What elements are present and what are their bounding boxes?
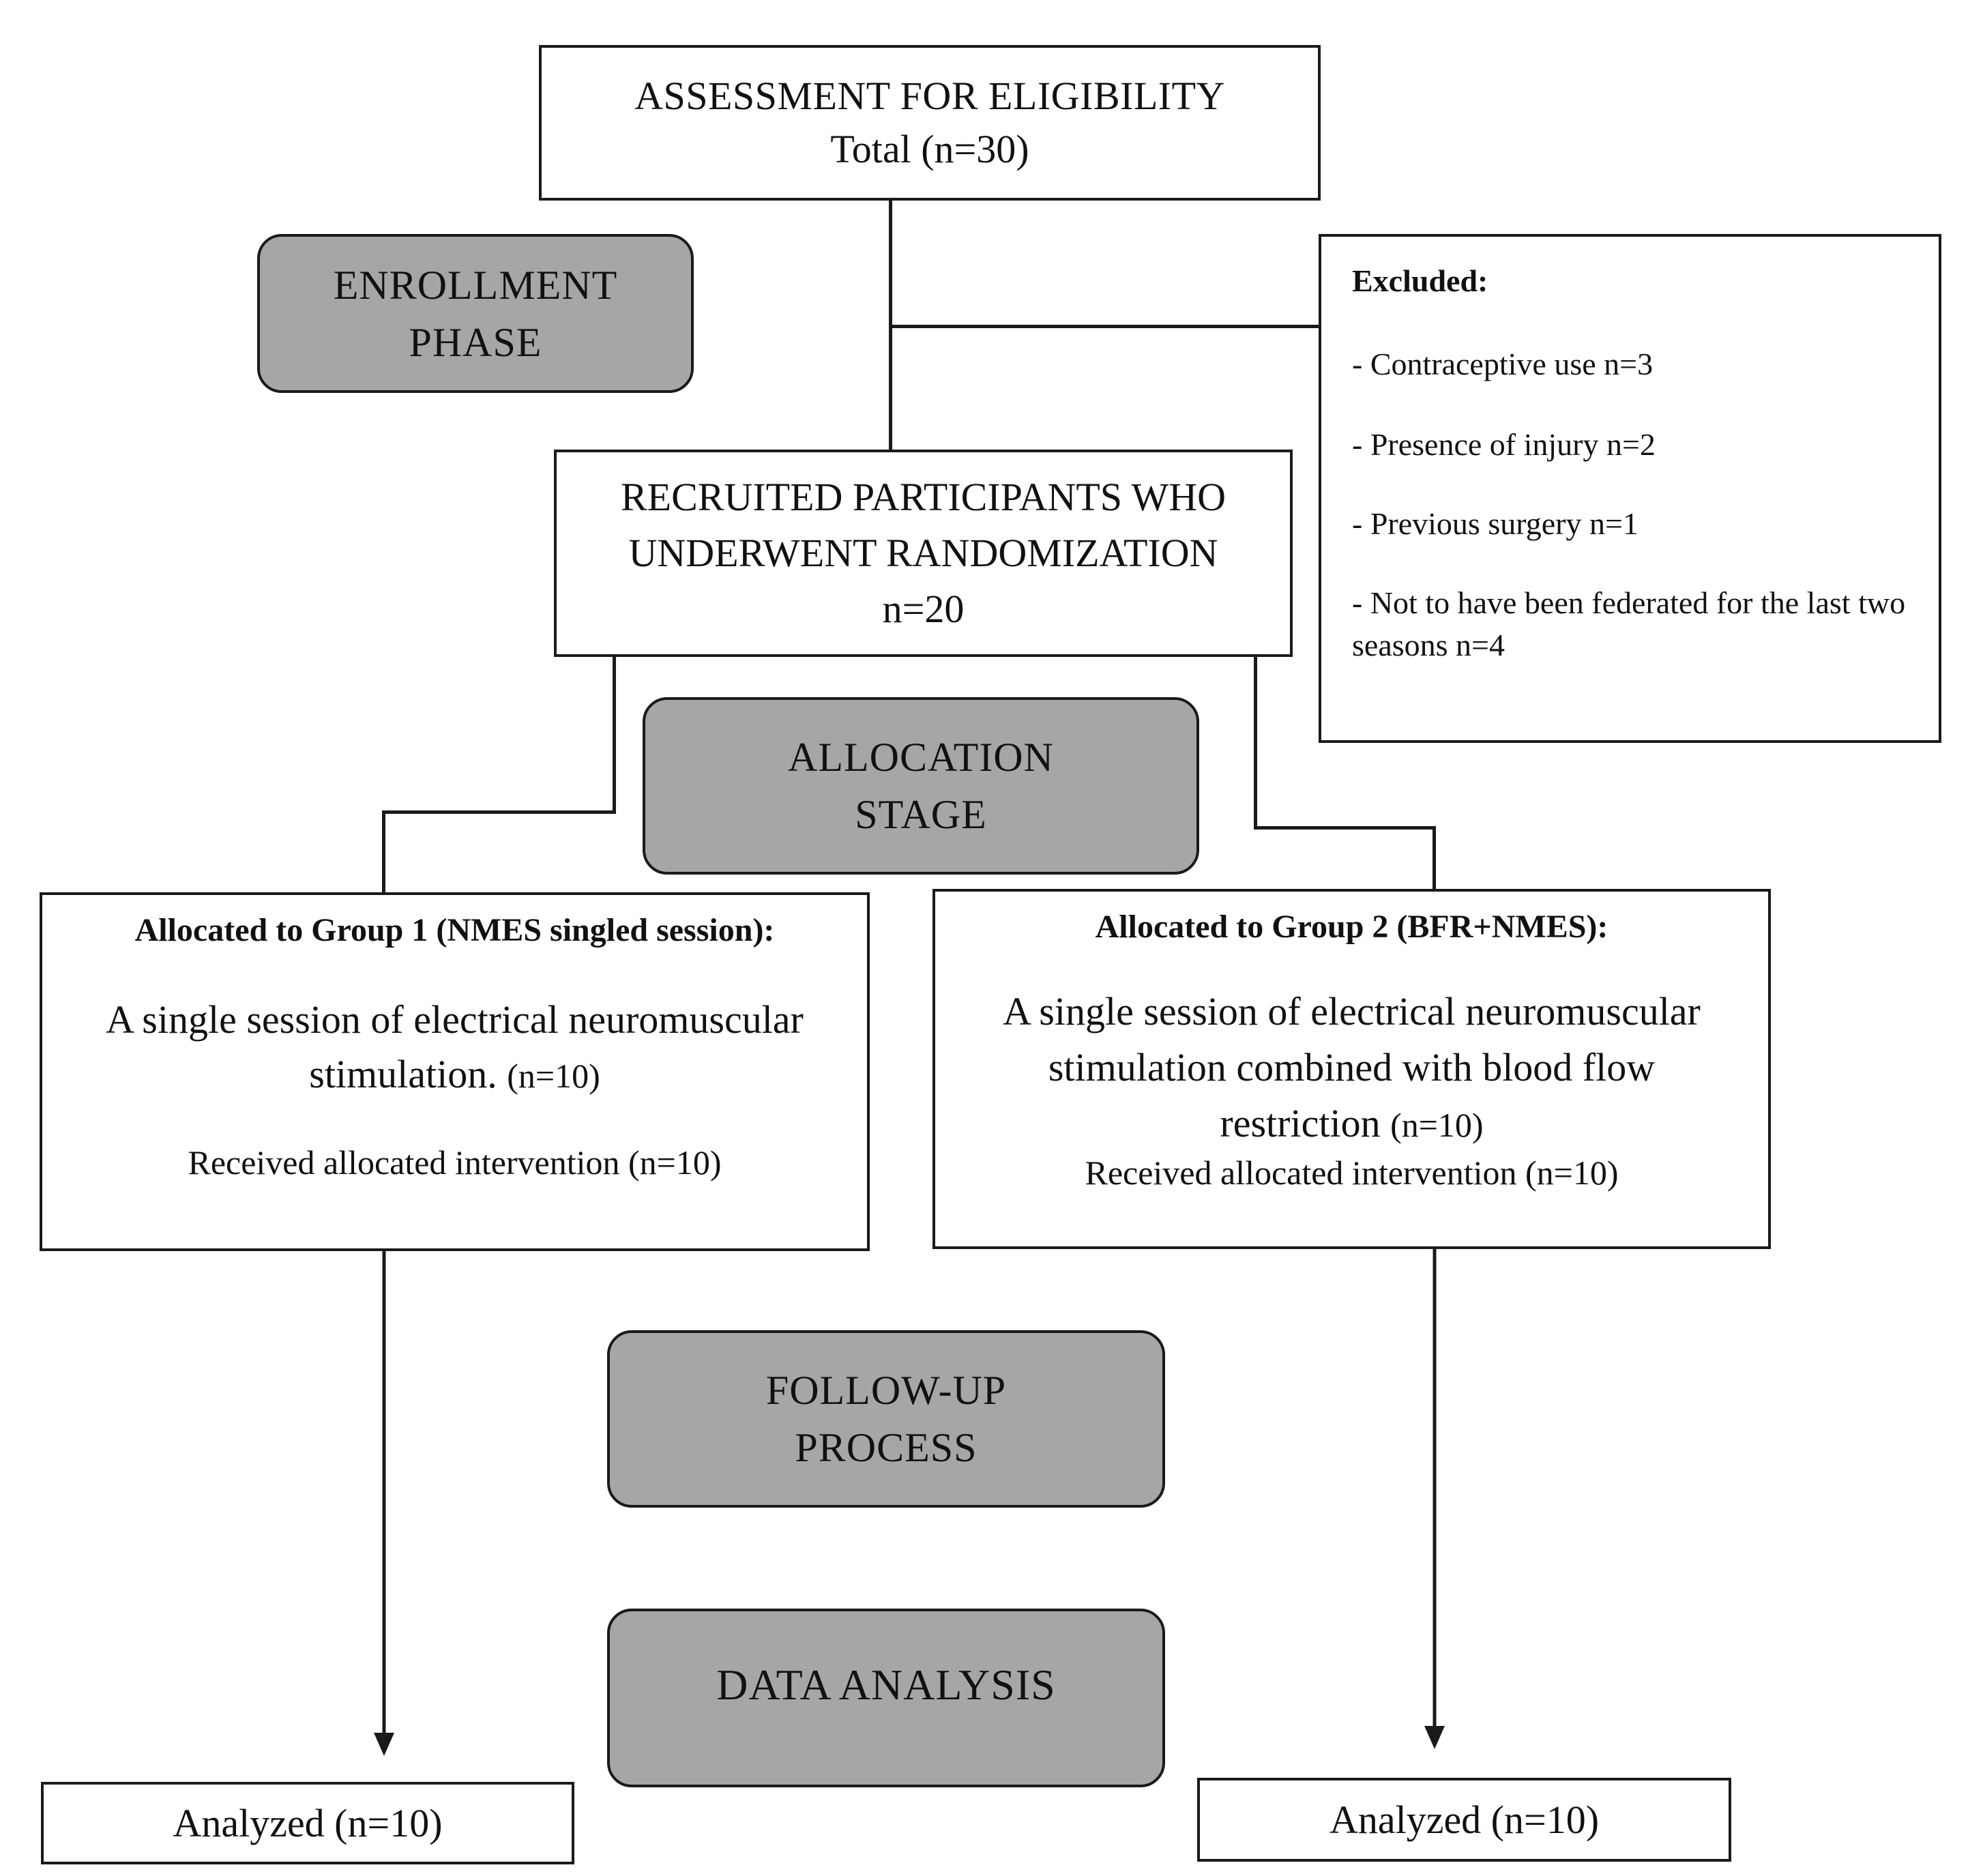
group1-title: Allocated to Group 1 (NMES singled sessi… bbox=[134, 912, 775, 948]
excluded-item: - Presence of injury n=2 bbox=[1352, 427, 1656, 462]
group1-desc-line1: A single session of electrical neuromusc… bbox=[106, 997, 804, 1042]
enrollment-line1: ENROLLMENT bbox=[333, 262, 618, 308]
excluded-item: - Not to have been federated for the las… bbox=[1352, 585, 1906, 662]
analyzed-left-label: Analyzed (n=10) bbox=[173, 1801, 443, 1845]
group2-desc-line2: stimulation combined with blood flow bbox=[1048, 1045, 1656, 1089]
data-analysis-box: DATA ANALYSIS bbox=[607, 1609, 1165, 1787]
excluded-title: Excluded: bbox=[1352, 263, 1488, 298]
followup-line2: PROCESS bbox=[795, 1425, 978, 1470]
allocation-line2: STAGE bbox=[855, 792, 987, 837]
arrowhead-right bbox=[1424, 1726, 1445, 1749]
enrollment-line2: PHASE bbox=[409, 319, 542, 365]
data-analysis-label: DATA ANALYSIS bbox=[716, 1660, 1056, 1709]
group1-desc-n: (n=10) bbox=[507, 1057, 600, 1095]
analyzed-left-box: Analyzed (n=10) bbox=[41, 1782, 574, 1864]
allocation-line1: ALLOCATION bbox=[788, 735, 1054, 780]
followup-process-box: FOLLOW-UP PROCESS bbox=[607, 1330, 1165, 1508]
assessment-title: ASSESSMENT FOR ELIGIBILITY bbox=[634, 74, 1225, 118]
followup-line1: FOLLOW-UP bbox=[765, 1368, 1007, 1413]
randomization-line3: n=20 bbox=[882, 587, 965, 631]
group1-desc-line2-row: stimulation. (n=10) bbox=[42, 1047, 867, 1103]
group2-desc-line3: restriction bbox=[1220, 1101, 1381, 1145]
connector-to-excluded bbox=[890, 325, 1319, 328]
group2-received: Received allocated intervention (n=10) bbox=[1085, 1154, 1619, 1192]
randomization-box: RECRUITED PARTICIPANTS WHO UNDERWENT RAN… bbox=[554, 450, 1293, 657]
randomization-line2: UNDERWENT RANDOMIZATION bbox=[628, 531, 1218, 575]
connector-right-across bbox=[1254, 826, 1436, 830]
allocation-stage-box: ALLOCATION STAGE bbox=[643, 697, 1199, 875]
excluded-item: - Previous surgery n=1 bbox=[1352, 506, 1639, 541]
group1-received: Received allocated intervention (n=10) bbox=[188, 1143, 722, 1182]
connector-left-down bbox=[613, 655, 616, 813]
randomization-line1: RECRUITED PARTICIPANTS WHO bbox=[620, 475, 1226, 519]
analyzed-right-label: Analyzed (n=10) bbox=[1329, 1798, 1600, 1842]
group2-desc-n: (n=10) bbox=[1390, 1106, 1484, 1144]
group2-title: Allocated to Group 2 (BFR+NMES): bbox=[1095, 909, 1609, 945]
group1-desc-line2: stimulation. bbox=[309, 1052, 497, 1096]
excluded-item: - Contraceptive use n=3 bbox=[1352, 347, 1654, 381]
group2-desc-line3-row: restriction (n=10) bbox=[935, 1096, 1768, 1153]
excluded-box: Excluded: - Contraceptive use n=3 - Pres… bbox=[1319, 234, 1941, 743]
analyzed-right-box: Analyzed (n=10) bbox=[1197, 1778, 1731, 1862]
connector-left-to-group1 bbox=[382, 810, 385, 894]
connector-left-across bbox=[382, 810, 616, 814]
assessment-total: Total (n=30) bbox=[830, 127, 1029, 171]
group2-box: Allocated to Group 2 (BFR+NMES): A singl… bbox=[932, 889, 1771, 1249]
connector-right-down bbox=[1254, 655, 1257, 829]
group2-desc-line1: A single session of electrical neuromusc… bbox=[1003, 989, 1701, 1034]
arrowhead-left bbox=[374, 1733, 394, 1756]
assessment-box: ASSESSMENT FOR ELIGIBILITY Total (n=30) bbox=[539, 45, 1321, 201]
group1-box: Allocated to Group 1 (NMES singled sessi… bbox=[40, 892, 870, 1251]
connector-right-to-group2 bbox=[1433, 826, 1436, 891]
enrollment-phase-box: ENROLLMENT PHASE bbox=[257, 234, 694, 393]
